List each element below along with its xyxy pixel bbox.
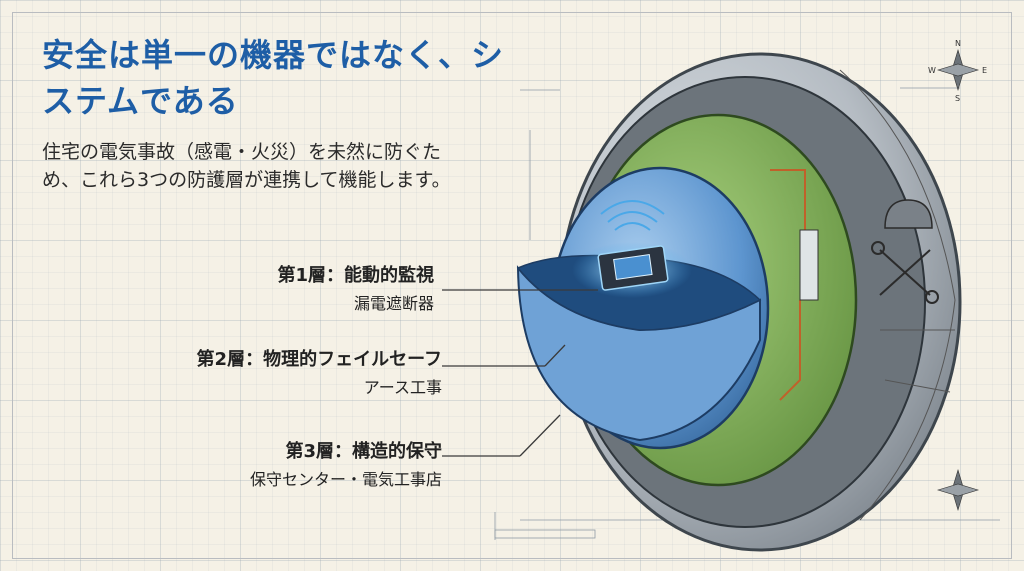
layer-2-name: 第2層：物理的フェイルセーフ: [196, 349, 442, 370]
page-title: 安全は単一の機器ではなく、システムである: [42, 36, 505, 120]
ground-rod: [799, 229, 819, 301]
compass-north-top: N: [955, 39, 961, 48]
compass-west-top: W: [928, 66, 936, 75]
tools-icon: [871, 241, 939, 304]
ground-wires: [770, 169, 806, 401]
blueprint-frame: [12, 12, 1012, 559]
layer-2-detail: アース工事: [363, 378, 442, 397]
compass-south-top: S: [955, 94, 960, 103]
layer-1-name: 第1層：能動的監視: [277, 265, 434, 286]
compass-rose-bottom: [936, 468, 980, 512]
leader-lines: [442, 289, 598, 457]
compass-rose-top: N E S W: [928, 39, 987, 103]
wifi-icon: [600, 200, 665, 231]
layer-1-detail: 漏電遮断器: [353, 294, 434, 313]
hardhat-icon: [884, 199, 933, 229]
shell-panel-lines: [839, 69, 956, 521]
layer-3-label: 第3層：構造的保守 保守センター・電気工事店: [250, 440, 442, 492]
microchip-core: [613, 254, 653, 280]
description-text: 住宅の電気事故（感電・火災）を未然に防ぐため、これら3つの防護層が連携して機能し…: [42, 141, 451, 191]
layer-1-label: 第1層：能動的監視 漏電遮断器: [277, 264, 434, 316]
layer-3-detail: 保守センター・電気工事店: [249, 470, 442, 489]
compass-east-top: E: [982, 66, 987, 75]
layer-3-name: 第3層：構造的保守: [285, 441, 442, 462]
layer-2-label: 第2層：物理的フェイルセーフ アース工事: [197, 348, 442, 400]
